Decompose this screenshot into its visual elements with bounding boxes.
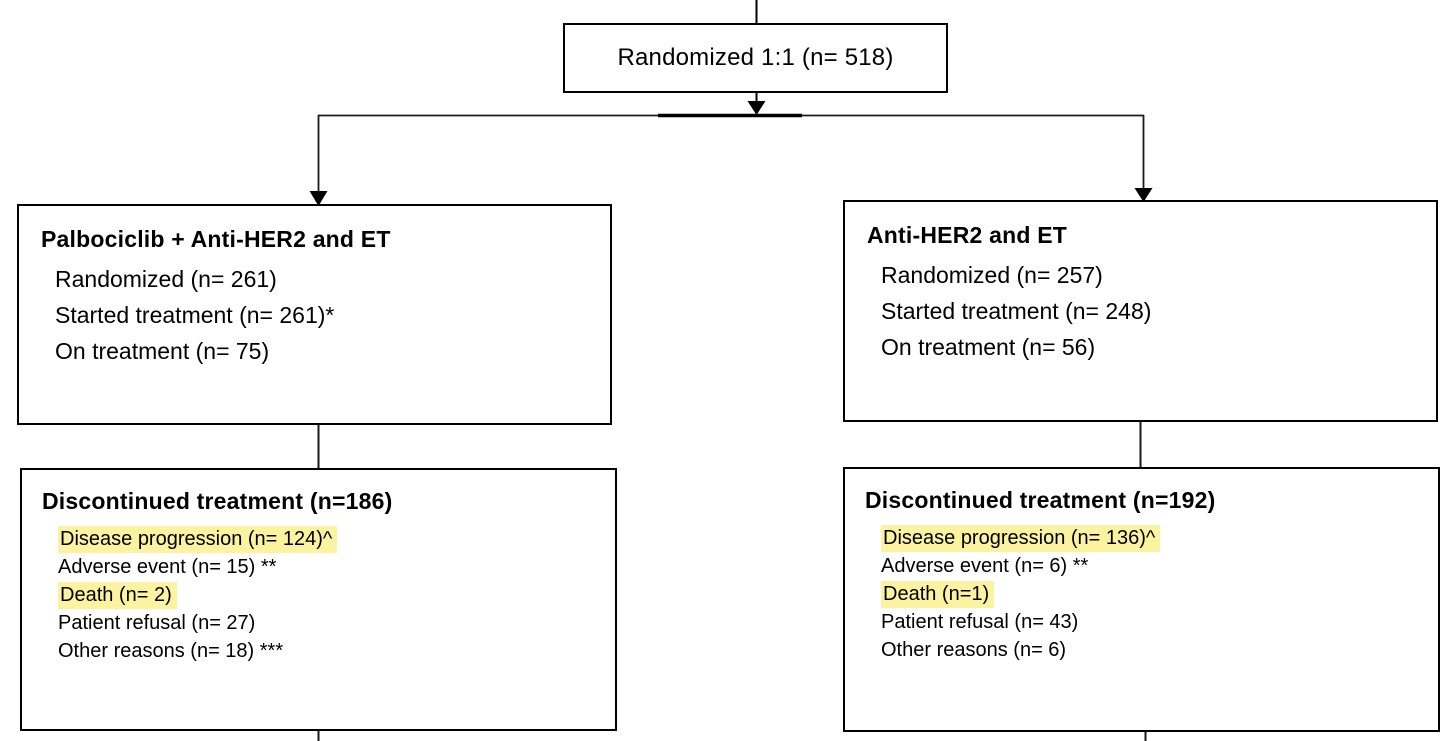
left-disease-progression: Disease progression (n= 124)^ — [58, 525, 601, 553]
left-patient-refusal: Patient refusal (n= 27) — [58, 612, 256, 634]
left-discontinued-box: Discontinued treatment (n=186) Disease p… — [20, 468, 617, 731]
left-arm-box: Palbociclib + Anti-HER2 and ET Randomize… — [17, 204, 612, 425]
randomized-arrowhead — [747, 101, 766, 115]
highlighted-text: Disease progression (n= 136)^ — [881, 525, 1161, 552]
highlighted-text: Disease progression (n= 124)^ — [58, 526, 338, 553]
right-death: Death (n=1) — [881, 580, 1424, 608]
right-discontinued-box: Discontinued treatment (n=192) Disease p… — [843, 467, 1440, 732]
right-arm-started: Started treatment (n= 248) — [881, 298, 1152, 324]
right-adverse-event: Adverse event (n= 6) ** — [881, 555, 1089, 577]
left-death: Death (n= 2) — [58, 581, 601, 609]
left-adverse-event: Adverse event (n= 15) ** — [58, 556, 277, 578]
randomized-box: Randomized 1:1 (n= 518) — [563, 23, 948, 93]
left-arm-on-treatment: On treatment (n= 75) — [55, 338, 270, 364]
highlighted-text: Death (n=1) — [881, 581, 995, 608]
right-patient-refusal: Patient refusal (n= 43) — [881, 611, 1079, 633]
right-other-reasons: Other reasons (n= 6) — [881, 639, 1067, 661]
right-branch-arrowhead — [1134, 188, 1153, 202]
right-arm-title: Anti-HER2 and ET — [867, 222, 1067, 248]
right-arm-box: Anti-HER2 and ET Randomized (n= 257) Sta… — [843, 200, 1438, 422]
highlighted-text: Death (n= 2) — [58, 582, 177, 609]
left-arm-started: Started treatment (n= 261)* — [55, 302, 335, 328]
right-arm-randomized: Randomized (n= 257) — [881, 262, 1103, 288]
left-other-reasons: Other reasons (n= 18) *** — [58, 640, 284, 662]
right-discontinued-title: Discontinued treatment (n=192) — [865, 487, 1216, 513]
left-discontinued-title: Discontinued treatment (n=186) — [42, 488, 393, 514]
left-arm-randomized: Randomized (n= 261) — [55, 266, 277, 292]
left-branch-arrowhead — [309, 191, 328, 206]
right-disease-progression: Disease progression (n= 136)^ — [881, 524, 1424, 552]
right-arm-on-treatment: On treatment (n= 56) — [881, 334, 1096, 360]
randomized-label: Randomized 1:1 (n= 518) — [617, 44, 894, 71]
left-arm-title: Palbociclib + Anti-HER2 and ET — [41, 226, 391, 252]
